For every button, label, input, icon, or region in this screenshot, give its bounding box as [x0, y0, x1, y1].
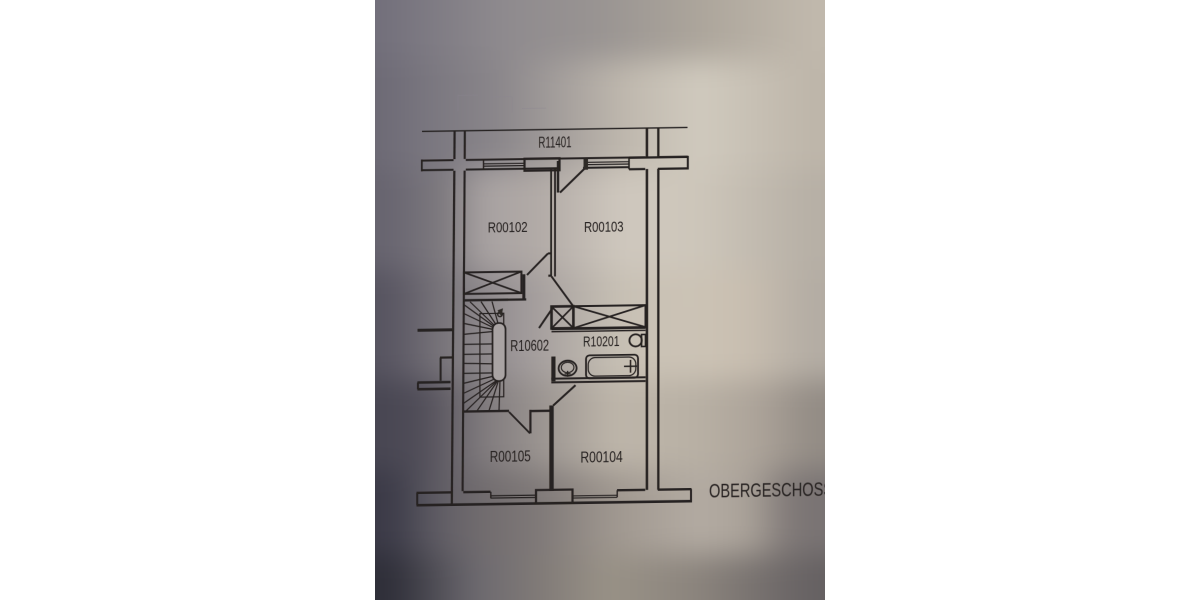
svg-text:R11401: R11401: [538, 133, 571, 151]
svg-text:R10201: R10201: [583, 332, 619, 350]
svg-text:R10602: R10602: [510, 337, 549, 355]
svg-text:R00102: R00102: [488, 219, 528, 236]
svg-text:R00103: R00103: [584, 218, 623, 235]
svg-text:OBERGESCHOSS: OBERGESCHOSS: [709, 479, 825, 502]
svg-text:R00105: R00105: [490, 448, 531, 465]
svg-text:R00104: R00104: [580, 448, 623, 465]
